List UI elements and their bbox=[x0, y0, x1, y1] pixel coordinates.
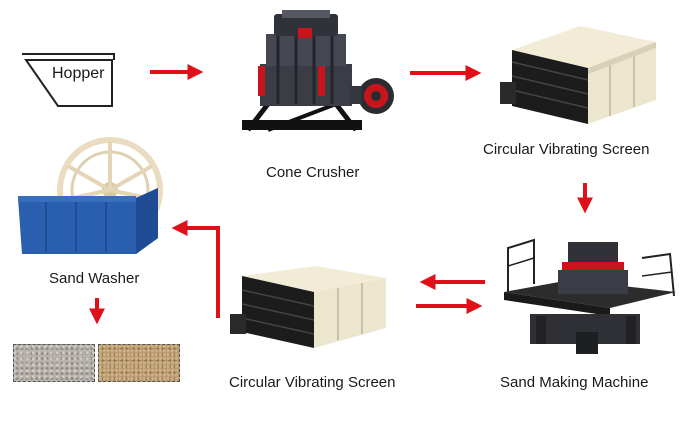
vibrating-screen-top-label: Circular Vibrating Screen bbox=[483, 141, 650, 158]
sand-sample-image bbox=[98, 344, 180, 382]
sand-washer-label: Sand Washer bbox=[49, 270, 140, 287]
hopper-icon bbox=[20, 52, 116, 108]
cone-crusher-icon bbox=[238, 8, 398, 140]
arrow-screen-to-washer bbox=[171, 220, 220, 318]
vibrating-screen-bottom-icon bbox=[228, 264, 392, 354]
vibrating-screen-top-icon bbox=[498, 22, 660, 126]
sand-making-machine-icon bbox=[500, 236, 678, 356]
vibrating-screen-bottom-label: Circular Vibrating Screen bbox=[229, 374, 396, 391]
sand-making-machine-label: Sand Making Machine bbox=[500, 374, 649, 391]
cone-crusher-label: Cone Crusher bbox=[266, 164, 360, 181]
hopper-label: Hopper bbox=[52, 65, 105, 82]
sand-washer-icon bbox=[16, 130, 166, 260]
gravel-sample-image bbox=[13, 344, 95, 382]
